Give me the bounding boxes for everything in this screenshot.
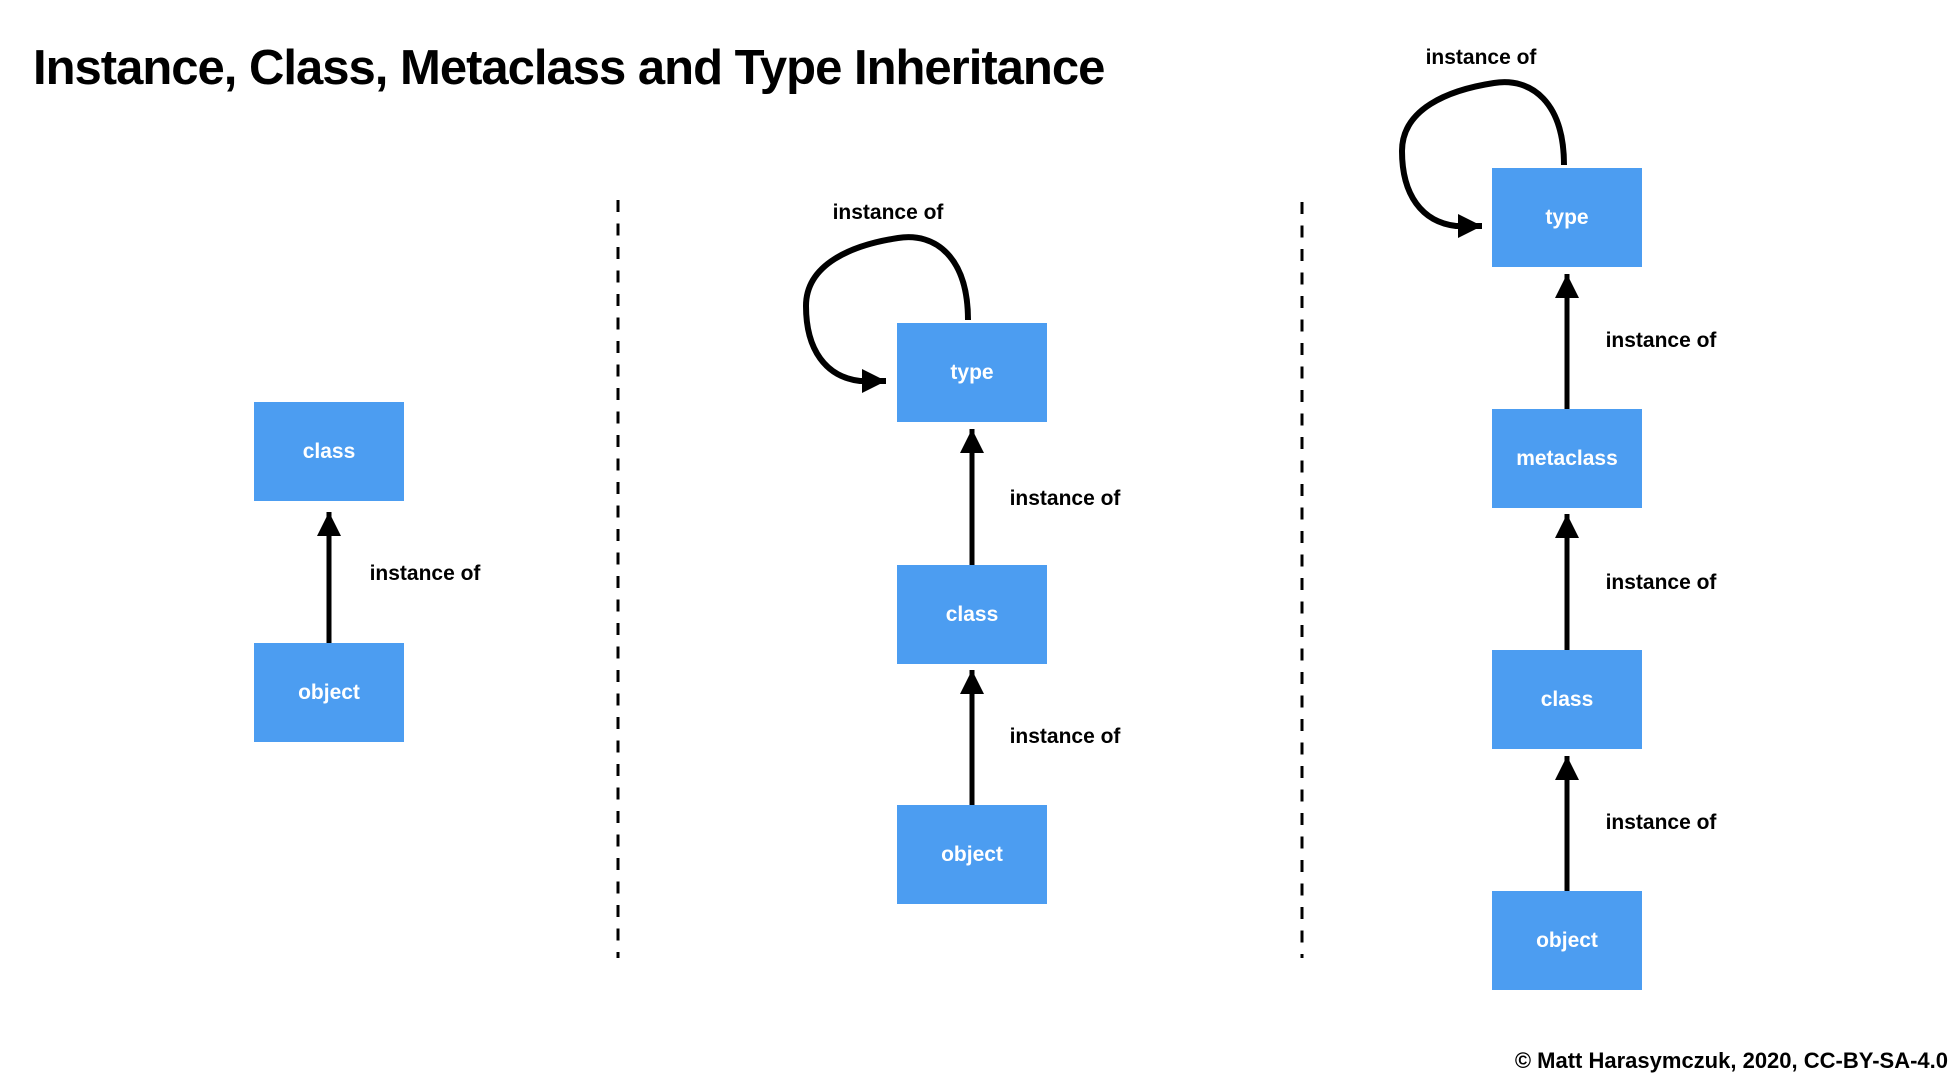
node-left-class: class <box>254 402 404 501</box>
node-right-type: type <box>1492 168 1642 267</box>
edge-label-right-type-self-loop: instance of <box>1425 46 1537 69</box>
page-title: Instance, Class, Metaclass and Type Inhe… <box>33 41 1105 95</box>
edge-label-right-metaclass-type: instance of <box>1605 329 1717 352</box>
node-right-metaclass: metaclass <box>1492 409 1642 508</box>
edge-label-right-object-class: instance of <box>1605 811 1717 834</box>
edge-label-right-class-metaclass: instance of <box>1605 571 1717 594</box>
node-middle-class: class <box>897 565 1047 664</box>
node-left-object: object <box>254 643 404 742</box>
self-loop-arrow-right-type <box>1398 79 1567 238</box>
node-right-object: object <box>1492 891 1642 990</box>
copyright-credit: © Matt Harasymczuk, 2020, CC-BY-SA-4.0 <box>1514 1048 1948 1073</box>
node-right-class: class <box>1492 650 1642 749</box>
node-middle-type: type <box>897 323 1047 422</box>
edge-label-middle-class-type: instance of <box>1009 487 1121 510</box>
node-middle-object: object <box>897 805 1047 904</box>
edge-label-left-object-class: instance of <box>369 562 481 585</box>
self-loop-arrow-middle-type <box>802 234 971 393</box>
edge-label-middle-object-class: instance of <box>1009 725 1121 748</box>
edge-label-middle-type-self-loop: instance of <box>832 201 944 224</box>
